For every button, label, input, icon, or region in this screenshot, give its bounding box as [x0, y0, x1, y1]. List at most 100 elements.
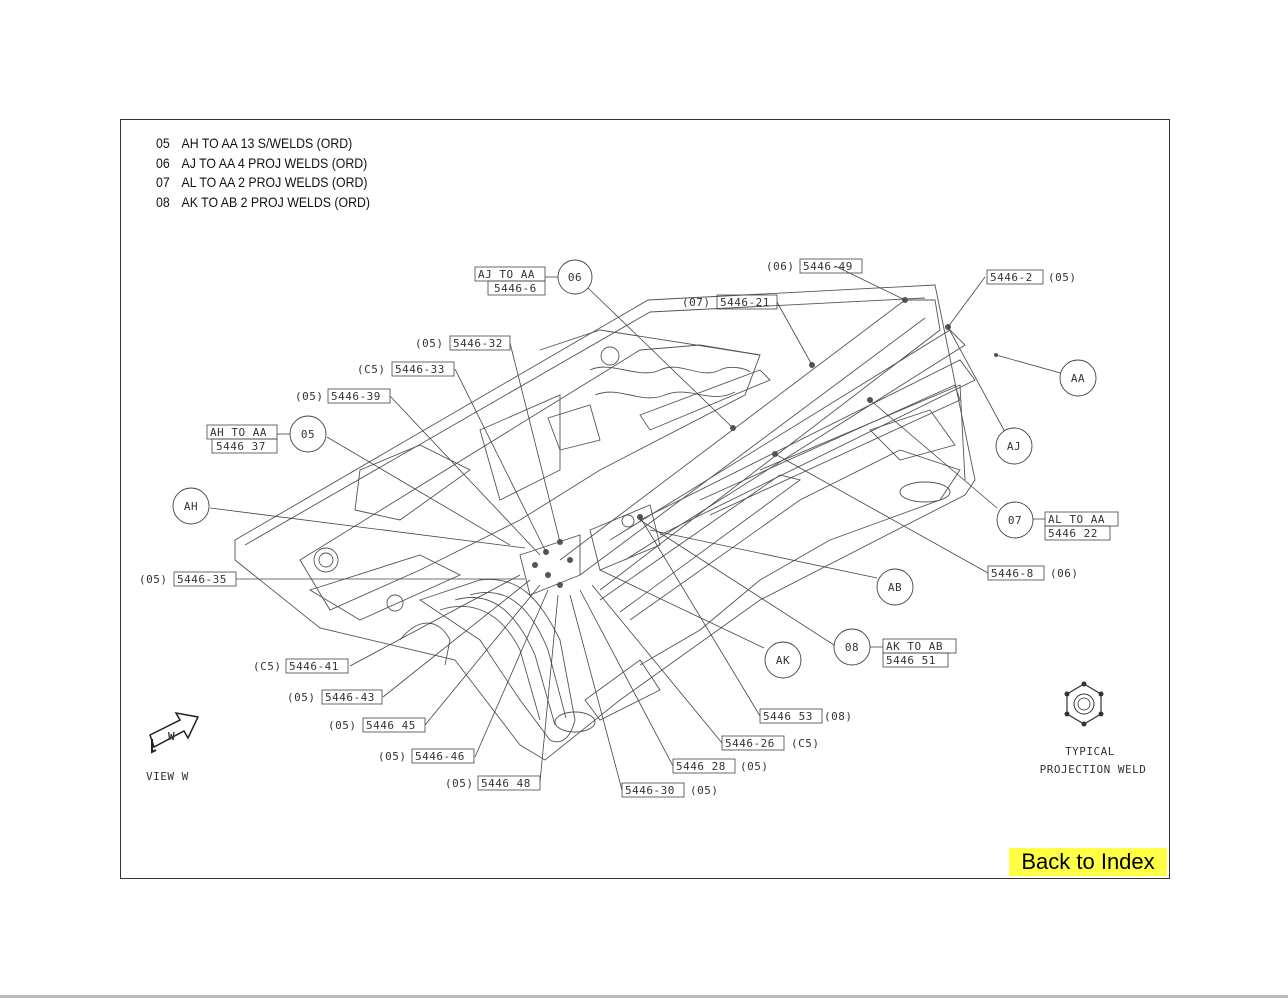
legend-text: AH TO AA 13 S/WELDS (ORD)	[181, 135, 353, 151]
callout-5446-45: (05) 5446 45	[328, 717, 426, 733]
bubble-08: 08	[833, 628, 871, 666]
bubble-label: 08	[845, 641, 859, 654]
callout-part: 5446-41	[289, 660, 339, 673]
bubble-label: AJ	[1007, 440, 1021, 453]
bubble-label: AA	[1071, 372, 1085, 385]
callout-prefix: (05)	[445, 777, 474, 790]
bubble-aa: AA	[1059, 359, 1097, 397]
group-line2: 5446 37	[216, 440, 266, 453]
legend-code: 06	[156, 154, 170, 171]
group-label-aj-to-aa: AJ TO AA 5446-6	[474, 266, 546, 296]
legend-row: 08 AK TO AB 2 PROJ WELDS (ORD)	[156, 193, 370, 213]
callout-5446-46: (05) 5446-46	[378, 748, 475, 764]
callout-5446-32: (05) 5446-32	[415, 335, 511, 351]
callout-part: 5446 48	[481, 777, 531, 790]
callout-suffix: (05)	[690, 784, 719, 797]
callout-part: 5446-8	[991, 567, 1034, 580]
callout-suffix: (05)	[740, 760, 769, 773]
legend-row: 05 AH TO AA 13 S/WELDS (ORD)	[156, 134, 370, 154]
bubble-ak: AK	[764, 641, 802, 679]
bubble-05: 05	[289, 415, 327, 453]
callout-5446-21: (07) 5446-21	[682, 294, 778, 310]
callout-5446-39: (05) 5446-39	[295, 388, 391, 404]
callout-prefix: (C5)	[357, 363, 386, 376]
callout-prefix: (05)	[378, 750, 407, 763]
leader-lines	[209, 265, 1065, 791]
callout-5446-30: 5446-30 (05)	[621, 782, 719, 798]
callout-prefix: (C5)	[253, 660, 282, 673]
page-bottom-divider	[0, 995, 1288, 998]
callout-prefix: (05)	[328, 719, 357, 732]
group-line1: AJ TO AA	[478, 268, 535, 281]
callout-part: 5446-46	[415, 750, 465, 763]
callout-5446-33: (C5) 5446-33	[357, 361, 455, 377]
callout-5446-35: (05) 5446-35	[139, 571, 237, 587]
projection-weld-nut-icon	[1064, 681, 1104, 727]
callout-suffix: (06)	[1050, 567, 1079, 580]
diagram-frame	[120, 119, 1170, 879]
group-line1: AK TO AB	[886, 640, 943, 653]
view-caption: VIEW W	[146, 770, 189, 783]
group-label-al-to-aa: AL TO AA 5446 22	[1044, 511, 1119, 541]
group-label-ak-to-ab: AK TO AB 5446 51	[882, 638, 957, 668]
callout-part: 5446-33	[395, 363, 445, 376]
callout-part: 5446-49	[803, 260, 853, 273]
callout-prefix: (05)	[295, 390, 324, 403]
bubble-label: 06	[568, 271, 582, 284]
legend-code: 05	[156, 135, 170, 151]
callout-suffix: (C5)	[791, 737, 820, 750]
callout-5446-49: (06) 5446-49	[766, 258, 863, 274]
callout-part: 5446 28	[676, 760, 726, 773]
bubble-label: AB	[888, 581, 902, 594]
bubble-07: 07	[996, 501, 1034, 539]
legend-code: 07	[156, 174, 170, 191]
typical-line2: PROJECTION WELD	[1040, 763, 1147, 776]
legend-row: 07 AL TO AA 2 PROJ WELDS (ORD)	[156, 173, 370, 193]
back-to-index-link[interactable]: Back to Index	[1009, 848, 1167, 876]
callout-part: 5446-30	[625, 784, 675, 797]
callout-5446-2: 5446-2 (05)	[986, 269, 1076, 285]
callout-part: 5446-32	[453, 337, 503, 350]
group-line1: AL TO AA	[1048, 513, 1105, 526]
group-line2: 5446-6	[494, 282, 537, 295]
typical-line1: TYPICAL	[1065, 745, 1115, 758]
group-line2: 5446 22	[1048, 527, 1098, 540]
callout-5446-28: 5446 28 (05)	[672, 758, 769, 774]
group-label-ah-to-aa: AH TO AA 5446 37	[206, 424, 278, 454]
callout-5446-48: (05) 5446 48	[445, 775, 541, 791]
callout-prefix: (05)	[287, 691, 316, 704]
bubble-label: 05	[301, 428, 315, 441]
callout-prefix: (05)	[139, 573, 168, 586]
callout-prefix: (05)	[415, 337, 444, 350]
callout-part: 5446-39	[331, 390, 381, 403]
callout-5446-53: 5446 53 (08)	[759, 708, 853, 724]
bubble-ah: AH	[172, 487, 210, 525]
callout-suffix: (08)	[824, 710, 853, 723]
legend-text: AL TO AA 2 PROJ WELDS (ORD)	[181, 174, 368, 191]
group-line2: 5446 51	[886, 654, 936, 667]
callout-prefix: (06)	[766, 260, 795, 273]
bubble-06: 06	[557, 259, 593, 295]
view-arrow-label: W	[168, 730, 175, 743]
legend-code: 08	[156, 193, 170, 210]
callout-5446-26: 5446-26 (C5)	[721, 735, 820, 751]
legend-text: AK TO AB 2 PROJ WELDS (ORD)	[181, 193, 371, 210]
callout-part: 5446-35	[177, 573, 227, 586]
callout-5446-41: (C5) 5446-41	[253, 658, 349, 674]
group-line1: AH TO AA	[210, 426, 267, 439]
callout-5446-43: (05) 5446-43	[287, 689, 383, 705]
callout-part: 5446-21	[720, 296, 770, 309]
floor-pan-body	[234, 284, 998, 761]
callout-part: 5446-2	[990, 271, 1033, 284]
bubble-label: AH	[184, 500, 198, 513]
callout-part: 5446 53	[763, 710, 813, 723]
callout-part: 5446-43	[325, 691, 375, 704]
callout-part: 5446 45	[366, 719, 416, 732]
callout-prefix: (07)	[682, 296, 711, 309]
bubble-ab: AB	[876, 568, 914, 606]
callout-5446-8: 5446-8 (06)	[987, 565, 1079, 581]
bubble-aj: AJ	[995, 427, 1033, 465]
